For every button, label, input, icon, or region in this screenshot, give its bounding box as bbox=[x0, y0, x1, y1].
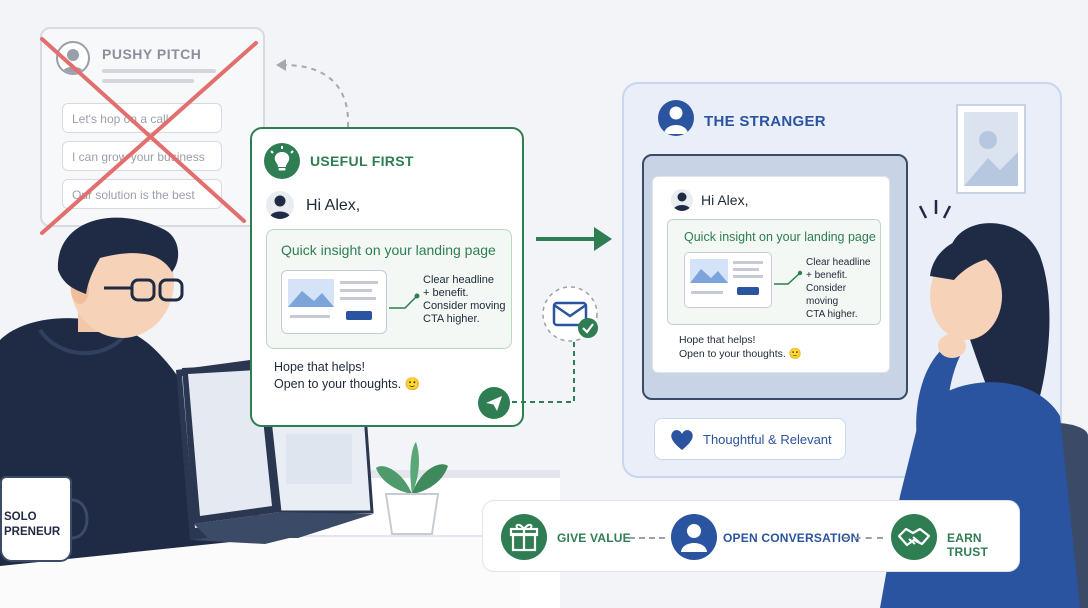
pitch-line: I can grow your business bbox=[62, 141, 222, 171]
sender-avatar bbox=[671, 189, 693, 211]
step-earn-trust: EARN TRUST bbox=[947, 531, 988, 559]
useful-first-title: USEFUL FIRST bbox=[310, 153, 414, 169]
send-icon[interactable] bbox=[478, 387, 510, 419]
thoughtful-relevant-badge: Thoughtful & Relevant bbox=[654, 418, 846, 460]
annotation-connector bbox=[389, 293, 420, 309]
insight-note: Clear headline + benefit. Consider movin… bbox=[806, 257, 871, 320]
insight-title: Quick insight on your landing page bbox=[281, 242, 496, 258]
handshake-icon bbox=[891, 514, 937, 560]
gift-icon bbox=[501, 514, 547, 560]
email-greeting: Hi Alex, bbox=[306, 197, 361, 214]
cross-icon bbox=[40, 37, 258, 235]
pitch-line: Our solution is the best bbox=[62, 179, 222, 209]
lightbulb-icon bbox=[264, 143, 300, 179]
useful-first-card: USEFUL FIRST Hi Alex, Quick insight on y… bbox=[250, 127, 524, 427]
insight-title: Quick insight on your landing page bbox=[684, 230, 876, 244]
plant-illustration bbox=[376, 442, 448, 535]
mug-handle bbox=[71, 498, 89, 540]
insight-note: Clear headline + benefit. Consider movin… bbox=[423, 274, 506, 325]
placeholder-line bbox=[102, 79, 194, 83]
solopreneur-mug: SOLO PRENEUR bbox=[0, 476, 72, 562]
pushy-pitch-card: PUSHY PITCH Let's hop on a call I can gr… bbox=[40, 27, 265, 235]
received-email-screen: Hi Alex, Quick insight on your landing p… bbox=[652, 176, 890, 373]
placeholder-line bbox=[102, 69, 216, 73]
email-closing: Hope that helps! Open to your thoughts. … bbox=[274, 360, 421, 391]
pushy-pitch-title: PUSHY PITCH bbox=[102, 46, 202, 62]
landing-page-thumbnail bbox=[684, 252, 772, 308]
mail-check-icon bbox=[508, 286, 598, 403]
sender-avatar bbox=[266, 191, 294, 219]
person-icon bbox=[658, 100, 694, 136]
pitch-line: Let's hop on a call bbox=[62, 103, 222, 133]
heart-icon bbox=[671, 430, 693, 450]
badge-label: Thoughtful & Relevant bbox=[703, 432, 832, 447]
arrow-right-icon bbox=[536, 227, 612, 251]
wall-picture bbox=[956, 104, 1026, 194]
flow-connector bbox=[629, 537, 665, 539]
step-give-value: GIVE VALUE bbox=[557, 531, 631, 545]
process-flow: GIVE VALUE OPEN CONVERSATION EARN TRUST bbox=[482, 500, 1020, 572]
landing-page-thumbnail bbox=[281, 270, 387, 334]
email-closing: Hope that helps! Open to your thoughts. … bbox=[679, 334, 802, 360]
insight-box: Quick insight on your landing page Clear… bbox=[266, 229, 512, 349]
stranger-title: THE STRANGER bbox=[704, 113, 826, 130]
insight-box: Quick insight on your landing page Clear… bbox=[667, 219, 881, 325]
email-greeting: Hi Alex, bbox=[701, 192, 749, 208]
step-open-conversation: OPEN CONVERSATION bbox=[723, 531, 860, 545]
flow-connector bbox=[843, 537, 883, 539]
person-icon bbox=[671, 514, 717, 560]
annotation-connector bbox=[774, 270, 803, 285]
mug-label: SOLO PRENEUR bbox=[4, 511, 61, 538]
back-arrow-icon bbox=[276, 59, 350, 128]
